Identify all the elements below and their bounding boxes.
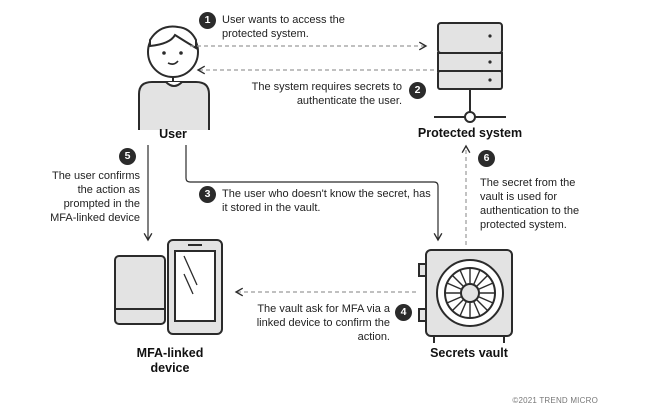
step-text-4: The vault ask for MFA via a linked devic… — [256, 303, 390, 343]
solid-connectors — [143, 145, 443, 242]
vault-icon — [418, 249, 513, 343]
step-badge-2: 2 — [409, 82, 426, 99]
secrets-vault-label: Secrets vault — [430, 346, 508, 360]
server-icon — [434, 22, 506, 123]
step-badge-3: 3 — [199, 186, 216, 203]
step-text-6: The secret from the vault is used for au… — [480, 177, 580, 231]
step-text-3: The user who doesn't know the secret, ha… — [222, 188, 431, 214]
mobile-devices-icon — [114, 239, 223, 335]
connector-lines — [190, 41, 471, 297]
person-icon — [138, 25, 210, 130]
protected-system-label: Protected system — [417, 126, 523, 140]
step-badge-4: 4 — [395, 304, 412, 321]
copyright-text: ©2021 TREND MICRO — [512, 396, 598, 405]
step-badge-1: 1 — [199, 12, 216, 29]
mfa-device-label: MFA-linked device — [136, 346, 204, 375]
step-text-5: The user confirms the action as prompted… — [50, 170, 140, 224]
step-badge-6: 6 — [478, 150, 495, 167]
user-label: User — [159, 127, 187, 141]
step-text-1: User wants to access the protected syste… — [222, 14, 345, 40]
arrow-3 — [185, 145, 443, 242]
step-badge-5: 5 — [119, 148, 136, 165]
step-text-2: The system requires secrets to authentic… — [251, 81, 402, 107]
